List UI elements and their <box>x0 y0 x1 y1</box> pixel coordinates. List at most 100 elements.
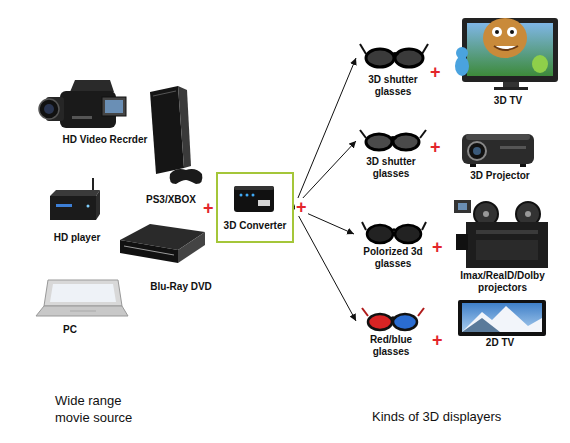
source-device: Blu-Ray DVD <box>128 222 234 293</box>
node-label: 3D TV <box>453 95 563 107</box>
3d-tv-icon <box>462 18 558 82</box>
console-icon <box>150 86 202 184</box>
red-blue-glasses-icon <box>393 314 417 330</box>
2d-tv-icon <box>458 300 546 336</box>
node-label: 3D shutter glasses <box>356 74 430 98</box>
red-blue-glasses-icon <box>418 308 424 316</box>
cinema-projector-icon <box>456 234 468 250</box>
3d-tv-icon <box>456 47 468 59</box>
node-label: 2D TV <box>448 337 552 349</box>
group-caption: Wide range movie source <box>55 392 155 426</box>
shutter-glasses-icon <box>360 44 366 54</box>
3d-tv-icon <box>494 87 528 90</box>
camcorder-icon <box>70 80 114 92</box>
projector-icon <box>470 164 476 167</box>
plus-sign: + <box>295 198 308 216</box>
node-label: 3D shutter glasses <box>356 156 426 180</box>
shutter-glasses-icon <box>422 44 428 54</box>
camcorder-icon <box>44 104 54 114</box>
shutter-glasses-icon <box>420 130 426 138</box>
3d-tv-icon <box>532 55 548 73</box>
source-device: PC <box>43 278 97 336</box>
plus-sign: + <box>432 331 443 349</box>
plus-sign: + <box>430 63 441 81</box>
plus-sign: + <box>203 199 214 217</box>
console-icon <box>153 91 176 96</box>
3d-tv-icon <box>455 18 558 90</box>
camcorder-icon <box>72 116 92 119</box>
converter-device <box>252 194 255 197</box>
2d-tv-icon <box>458 300 546 336</box>
projector-icon <box>462 134 534 167</box>
converter-device <box>258 200 270 206</box>
converter-device <box>246 194 249 197</box>
hd-player-icon <box>50 178 100 220</box>
3d-tv-icon <box>494 46 518 50</box>
shutter-glasses-icon <box>393 134 419 150</box>
node-label: HD Video Recrder <box>48 134 162 146</box>
polarized-glasses-icon <box>392 230 396 232</box>
connector-arrow <box>294 58 356 208</box>
cinema-projector-icon <box>476 230 538 234</box>
cinema-projector-icon <box>476 240 538 260</box>
laptop-icon <box>70 311 96 312</box>
connector-arrow <box>294 208 356 322</box>
laptop-icon <box>36 280 128 316</box>
group-caption: Kinds of 3D displayers <box>372 408 501 425</box>
3d-tv-icon <box>483 18 527 58</box>
console-icon <box>170 169 203 184</box>
camcorder-icon <box>39 80 126 128</box>
3d-tv-icon <box>510 30 514 34</box>
converter-device <box>234 186 274 212</box>
glasses-item: Red/blue glasses <box>356 308 426 358</box>
polarized-glasses-icon <box>362 222 366 230</box>
2d-tv-icon <box>462 318 500 332</box>
hd-player-icon <box>87 205 90 208</box>
node-label: PC <box>43 324 97 336</box>
display-item: Imax/RealD/Dolby projectors <box>448 198 557 294</box>
node-label: Imax/RealD/Dolby projectors <box>448 270 557 294</box>
display-item: 3D Projector <box>453 128 547 182</box>
projector-icon <box>466 134 530 140</box>
polarized-glasses-icon <box>362 222 426 243</box>
polarized-glasses-icon <box>422 222 426 230</box>
plus-sign: + <box>432 238 443 256</box>
node-label: 3D Converter <box>220 220 290 232</box>
projector-icon <box>500 146 526 149</box>
node-label: Red/blue glasses <box>356 334 426 358</box>
camcorder-icon <box>105 100 123 113</box>
projector-icon <box>473 147 481 155</box>
node-label: Polorized 3d glasses <box>354 246 432 270</box>
polarized-glasses-icon <box>367 225 393 243</box>
plus-sign: + <box>430 138 441 156</box>
converter-device <box>234 186 274 212</box>
projector-icon <box>468 142 486 160</box>
source-device: PS3/XBOX <box>133 88 209 206</box>
converter-device <box>234 186 274 190</box>
converter-box: 3D Converter <box>216 172 294 243</box>
2d-tv-icon <box>462 303 542 332</box>
shutter-glasses-icon <box>360 130 426 150</box>
console-icon <box>178 86 191 168</box>
converter-device <box>240 194 243 197</box>
2d-tv-icon <box>462 306 542 332</box>
red-blue-glasses-icon <box>362 308 424 330</box>
3d-tv-icon <box>503 82 519 87</box>
projector-icon <box>462 134 534 164</box>
hd-player-icon <box>96 190 100 220</box>
red-blue-glasses-icon <box>391 318 395 320</box>
camcorder-icon <box>39 99 59 119</box>
cinema-projector-icon <box>525 211 531 217</box>
laptop-icon <box>44 280 122 306</box>
source-device: HD player <box>43 178 111 244</box>
red-blue-glasses-icon <box>362 308 368 316</box>
camcorder-icon <box>102 97 126 116</box>
3d-tv-icon <box>492 27 502 37</box>
hd-player-icon <box>50 190 100 196</box>
hd-player-icon <box>50 196 96 220</box>
node-label: PS3/XBOX <box>133 194 209 206</box>
3d-tv-icon <box>507 27 517 37</box>
display-item: 3D TV <box>453 5 563 107</box>
bluray-icon <box>178 232 205 263</box>
